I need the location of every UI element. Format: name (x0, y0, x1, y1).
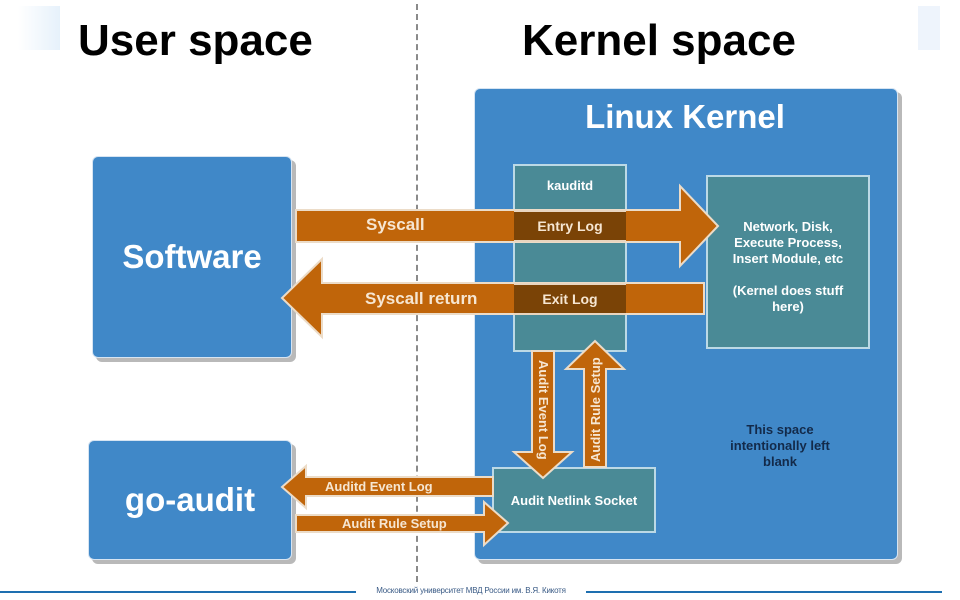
kernel-work-line-2: Execute Process, (734, 235, 842, 250)
footer-line-right (586, 591, 942, 593)
go-audit-box: go-audit (88, 440, 292, 560)
audit-netlink-socket-box: Audit Netlink Socket (492, 467, 656, 533)
kernel-work-box: Network, Disk, Execute Process, Insert M… (706, 175, 870, 349)
go-audit-label: go-audit (124, 481, 256, 518)
audit-event-log-vertical-label: Audit Event Log (536, 360, 551, 460)
syscall-label: Syscall (366, 215, 425, 234)
footer-text: Московский университет МВД России им. В.… (376, 586, 566, 595)
decorative-square-left (18, 6, 60, 50)
exit-log-bar: Exit Log (514, 283, 626, 315)
software-box: Software (92, 156, 292, 358)
kernel-work-line-1: Network, Disk, (743, 219, 833, 234)
entry-log-bar: Entry Log (514, 210, 626, 242)
syscall-arrow (295, 183, 720, 269)
audit-netlink-socket-label: Audit Netlink Socket (510, 492, 638, 508)
audit-rule-setup-label: Audit Rule Setup (342, 516, 447, 531)
exit-log-label: Exit Log (542, 291, 598, 307)
kauditd-label: kauditd (546, 178, 594, 193)
kernel-space-heading: Kernel space (522, 16, 796, 65)
audit-rule-setup-right-arrow (295, 499, 510, 548)
footer-line-left (0, 591, 356, 593)
audit-rule-setup-vertical-label: Audit Rule Setup (588, 357, 603, 462)
syscall-return-label: Syscall return (365, 289, 478, 308)
auditd-event-log-label: Auditd Event Log (325, 479, 433, 494)
blank-space-note: This space intentionally left blank (700, 422, 860, 470)
kauditd-box: kauditd (513, 164, 627, 352)
blank-note-line-2: intentionally left (730, 438, 830, 453)
audit-event-log-arrow (511, 350, 575, 480)
kernel-work-line-4: (Kernel does stuff (732, 283, 844, 298)
syscall-return-arrow (280, 256, 705, 340)
linux-kernel-title: Linux Kernel (585, 98, 785, 135)
blank-note-line-3: blank (763, 454, 797, 469)
kernel-work-line-5: here) (772, 299, 804, 314)
blank-note-line-1: This space (746, 422, 814, 437)
auditd-event-log-arrow (280, 463, 494, 511)
audit-rule-setup-up-arrow (563, 339, 627, 468)
software-label: Software (122, 238, 262, 275)
decorative-square-right (918, 6, 940, 50)
entry-log-label: Entry Log (537, 218, 603, 234)
kernel-work-line-3: Insert Module, etc (732, 251, 844, 266)
user-space-heading: User space (78, 16, 313, 65)
